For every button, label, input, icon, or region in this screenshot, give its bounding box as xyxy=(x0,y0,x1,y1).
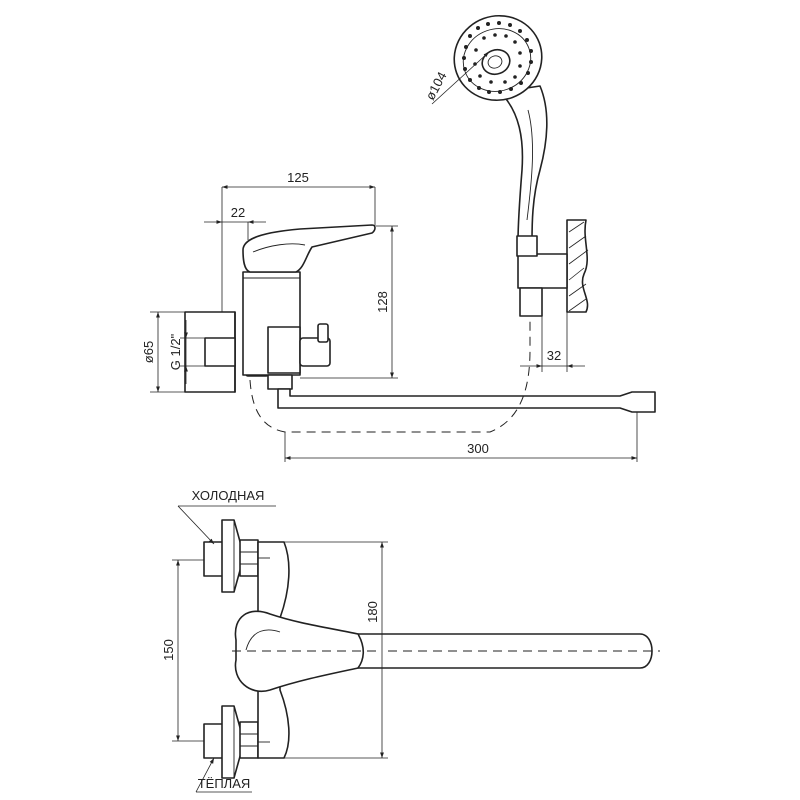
dim-body-height: 128 xyxy=(375,291,390,313)
dim-flange-diameter: ø65 xyxy=(141,341,156,363)
side-view: 125 22 128 ø65 G 1/2" ø104 32 300 xyxy=(141,14,656,462)
top-inlet xyxy=(203,519,259,593)
dim-spout-length: 300 xyxy=(467,441,489,456)
hand-shower xyxy=(499,85,548,257)
lever-handle xyxy=(242,224,376,273)
dim-flange-span: 180 xyxy=(365,601,380,623)
label-cold: ХОЛОДНАЯ xyxy=(192,488,265,503)
dim-handle-offset: 22 xyxy=(231,205,245,220)
dimension-lines-front xyxy=(172,505,388,793)
wall-flange xyxy=(184,311,236,393)
dim-holder-offset: 32 xyxy=(547,348,561,363)
dim-body-width: 125 xyxy=(287,170,309,185)
shower-nozzles xyxy=(462,21,533,94)
wall-holder xyxy=(517,219,589,317)
dim-thread: G 1/2" xyxy=(168,333,183,370)
front-view: 150 180 ХОЛОДНАЯ ТЁПЛАЯ xyxy=(161,488,660,793)
dimension-lines-side xyxy=(150,51,638,462)
front-spout xyxy=(339,633,660,669)
label-warm: ТЁПЛАЯ xyxy=(198,776,251,791)
front-handle xyxy=(232,610,380,693)
mixer-body xyxy=(242,271,331,390)
dim-inlet-spacing: 150 xyxy=(161,639,176,661)
swing-path xyxy=(249,318,531,433)
bottom-inlet xyxy=(203,705,259,779)
shower-head xyxy=(453,14,543,102)
spout xyxy=(277,388,656,413)
dim-shower-head-diameter: ø104 xyxy=(422,69,449,102)
